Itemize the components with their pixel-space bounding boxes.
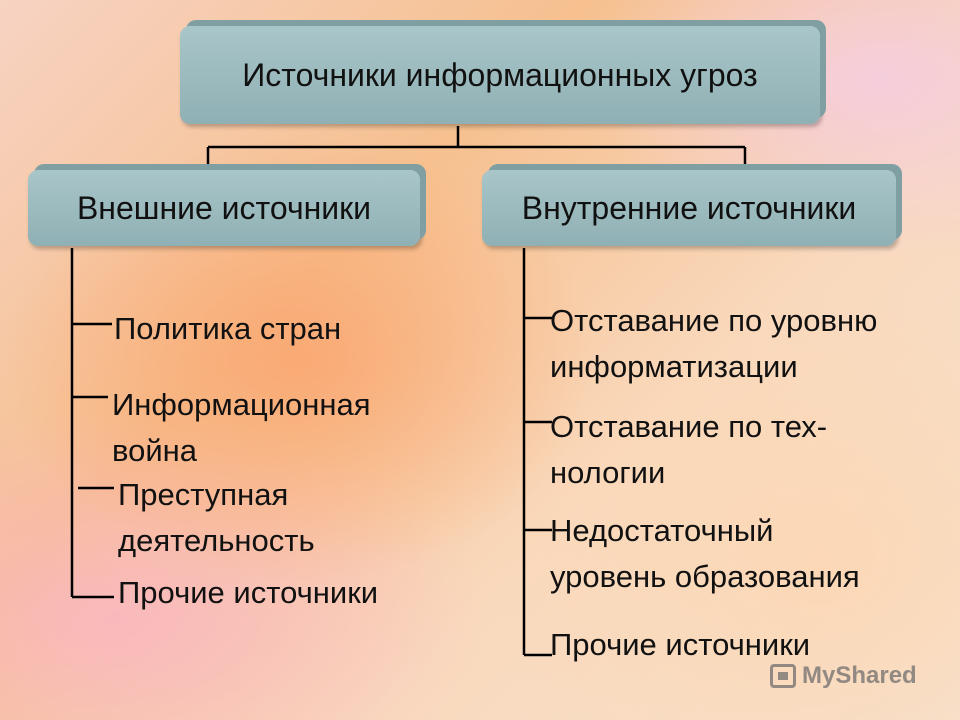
- item-line: Прочие источники: [118, 575, 379, 610]
- internal-sources-label: Внутренние источники: [521, 189, 857, 226]
- external-item-information-war: Информационная война: [112, 382, 371, 474]
- item-line: Информационная: [112, 387, 371, 422]
- watermark-text: MyShared: [802, 662, 917, 689]
- item-line: уровень образования: [550, 559, 860, 594]
- item-line: Отставание по уровню: [550, 303, 878, 338]
- internal-item-other-sources: Прочие источники: [550, 622, 810, 668]
- item-line: Прочие источники: [550, 627, 811, 662]
- external-item-country-policy: Политика стран: [114, 306, 341, 352]
- item-line: Недостаточный: [550, 513, 774, 548]
- root-node: Источники информационных угроз: [180, 26, 820, 124]
- external-item-other-sources: Прочие источники: [118, 570, 378, 616]
- item-line: информатизации: [550, 349, 798, 384]
- item-line: война: [112, 433, 198, 468]
- internal-item-education-level: Недостаточный уровень образования: [550, 508, 860, 600]
- root-node-label: Источники информационных угроз: [242, 56, 758, 93]
- external-sources-label: Внешние источники: [76, 189, 372, 226]
- internal-item-informatization-lag: Отставание по уровню информатизации: [550, 298, 877, 390]
- myshared-watermark: MyShared: [770, 658, 917, 694]
- item-line: нологии: [550, 455, 666, 490]
- myshared-logo-icon: [770, 664, 796, 688]
- item-line: деятельность: [118, 523, 315, 558]
- item-line: Отставание по тех-: [550, 409, 828, 444]
- internal-item-technology-lag: Отставание по тех- нологии: [550, 404, 827, 496]
- external-sources-node: Внешние источники: [28, 170, 420, 246]
- internal-sources-node: Внутренние источники: [482, 170, 896, 246]
- item-line: Преступная: [118, 477, 289, 512]
- item-line: Политика стран: [114, 311, 342, 346]
- external-item-criminal-activity: Преступная деятельность: [118, 472, 315, 564]
